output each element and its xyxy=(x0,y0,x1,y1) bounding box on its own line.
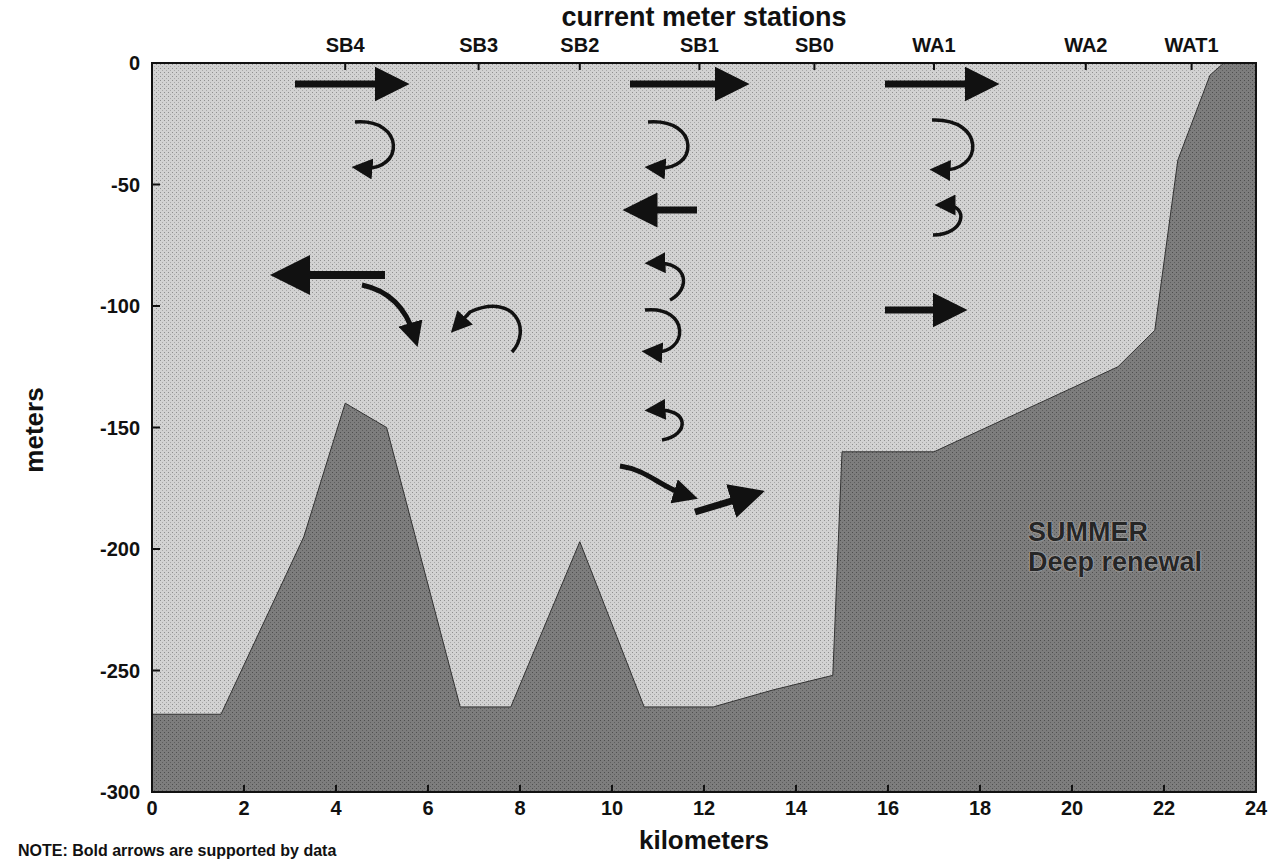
station-label: WAT1 xyxy=(1165,34,1219,56)
flow-arrows xyxy=(290,84,982,512)
distance-tick-label: 14 xyxy=(785,797,807,819)
station-label: WA1 xyxy=(912,34,955,56)
depth-tick-label: -150 xyxy=(100,417,140,439)
depth-tick-label: -100 xyxy=(100,295,140,317)
water-area xyxy=(152,63,1256,792)
distance-tick-label: 0 xyxy=(146,797,157,819)
depth-tick-label: -50 xyxy=(111,174,140,196)
flow-arrow xyxy=(645,310,680,352)
flow-arrow xyxy=(620,466,686,495)
flow-arrow xyxy=(640,207,697,214)
distance-tick-label: 20 xyxy=(1061,797,1083,819)
chart-title: current meter stations xyxy=(561,3,846,33)
axis-ticks xyxy=(152,63,1256,792)
distance-tick-label: 2 xyxy=(238,797,249,819)
distance-tick-label: 8 xyxy=(514,797,525,819)
flow-arrow xyxy=(655,263,684,300)
station-label: SB3 xyxy=(459,34,498,56)
note-text: NOTE: Bold arrows are supported by data xyxy=(18,842,336,860)
distance-tick-label: 6 xyxy=(422,797,433,819)
distance-tick-label: 12 xyxy=(693,797,715,819)
distance-tick-label: 16 xyxy=(877,797,899,819)
flow-arrow xyxy=(362,285,414,335)
plot-frame xyxy=(152,63,1256,792)
station-label: SB2 xyxy=(560,34,599,56)
flow-arrow xyxy=(695,496,748,512)
station-label: SB0 xyxy=(795,34,834,56)
distance-tick-label: 22 xyxy=(1153,797,1175,819)
flow-arrow xyxy=(295,81,392,88)
flow-arrow xyxy=(648,122,688,168)
station-label: SB1 xyxy=(680,34,719,56)
flow-arrow xyxy=(355,122,393,168)
depth-tick-label: -200 xyxy=(100,538,140,560)
distance-tick-label: 24 xyxy=(1245,797,1267,819)
flow-arrow xyxy=(885,307,950,314)
season-label: SUMMER Deep renewal xyxy=(1028,518,1207,577)
depth-tick-label: -250 xyxy=(100,660,140,682)
distance-tick-label: 18 xyxy=(969,797,991,819)
axis-title: meters xyxy=(20,387,49,472)
sea-floor xyxy=(152,63,1256,792)
flow-arrow xyxy=(885,81,982,88)
flow-arrow xyxy=(458,306,520,352)
station-label: WA2 xyxy=(1064,34,1107,56)
distance-tick-label: 4 xyxy=(330,797,341,819)
flow-arrow xyxy=(290,271,385,279)
distance-tick-label: 10 xyxy=(601,797,623,819)
depth-tick-label: -300 xyxy=(100,781,140,803)
flow-arrow xyxy=(932,120,973,170)
axis-title: kilometers xyxy=(639,826,769,855)
station-label: SB4 xyxy=(326,34,365,56)
flow-arrow xyxy=(655,410,682,440)
flow-arrow xyxy=(933,205,961,235)
flow-arrow xyxy=(630,81,732,88)
depth-tick-label: 0 xyxy=(129,52,140,74)
